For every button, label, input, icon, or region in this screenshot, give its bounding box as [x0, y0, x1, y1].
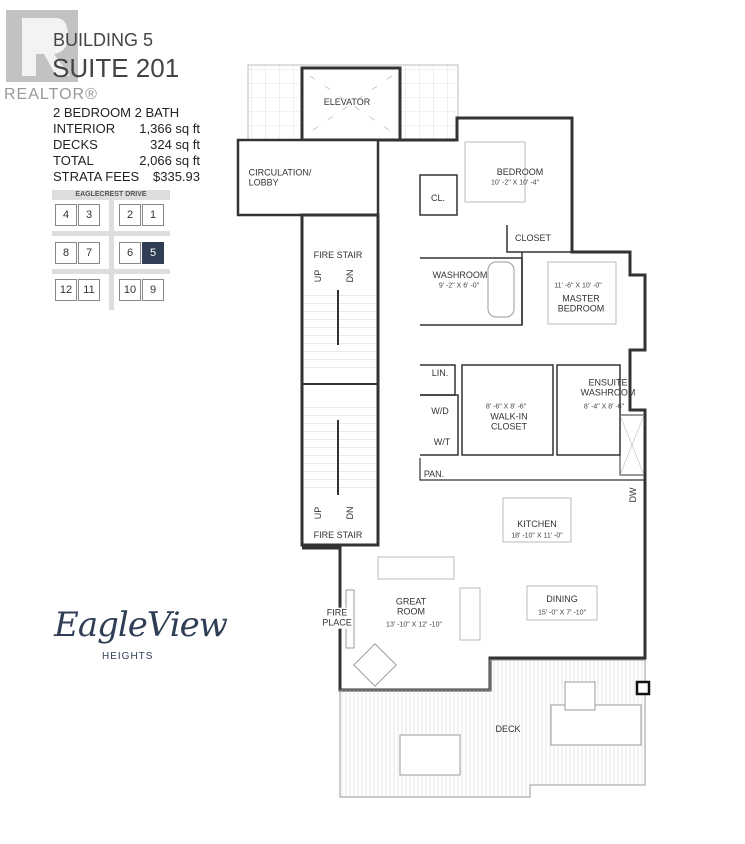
room-label-great-room: GREAT ROOM [395, 596, 427, 617]
realtor-logo-watermark [6, 10, 78, 82]
ensuite-dimensions: 8' -4" X 8' -6" [583, 403, 625, 411]
bedroom-dimensions: 10' -2" X 10' -4" [490, 179, 540, 187]
street-label: EAGLECREST DRIVE [52, 190, 170, 200]
walk-in-closet-dimensions: 8' -6" X 8' -6" [485, 403, 527, 411]
spec-value: $335.93 [153, 169, 200, 184]
room-label-walk-in-closet: WALK-IN CLOSET [490, 411, 528, 432]
building-title: BUILDING 5 [53, 30, 154, 50]
room-label-dining: DINING [546, 593, 578, 604]
spec-label: DECKS [53, 137, 98, 152]
spec-label: STRATA FEES [53, 169, 140, 184]
stair-down-label: DN [344, 269, 355, 283]
lot-8: 8 [55, 242, 77, 264]
room-label-ensuite: ENSUITE WASHROOM [580, 377, 636, 398]
kitchen-dimensions: 18' -10" X 11' -0" [511, 532, 563, 540]
room-label-master-bedroom: MASTER BEDROOM [557, 293, 605, 314]
stair-up-label: UP [312, 506, 323, 520]
lot-1: 1 [142, 204, 164, 226]
spec-label: INTERIOR [53, 121, 116, 136]
master-bedroom-dimensions: 11' -6" X 10' -0" [554, 282, 602, 290]
lot-9: 9 [142, 279, 164, 301]
room-label-elevator: ELEVATOR [323, 96, 371, 107]
lot-6: 6 [119, 242, 141, 264]
lot-11: 11 [78, 279, 100, 301]
great-room-dimensions: 13' -10" X 12' -10" [386, 621, 442, 629]
logo-subtitle: HEIGHTS [102, 651, 154, 662]
stair-up-label: UP [312, 269, 323, 283]
fireplace-label: FIRE PLACE [322, 607, 352, 629]
room-label-washroom: WASHROOM [432, 269, 488, 280]
room-label-bedroom: BEDROOM [496, 166, 544, 177]
room-label-fire-stair-bottom: FIRE STAIR [313, 529, 363, 540]
room-label-fire-stair-top: FIRE STAIR [313, 249, 363, 260]
site-map: EAGLECREST DRIVE 4 3 2 1 8 7 6 5 12 11 1… [52, 190, 170, 310]
elevator-shaft [300, 66, 402, 142]
lot-2: 2 [119, 204, 141, 226]
column-marker [635, 680, 651, 696]
dishwasher-label: DW [627, 487, 638, 503]
lot-10: 10 [119, 279, 141, 301]
water-tank-label: W/T [433, 436, 451, 447]
suite-title: SUITE 201 [52, 53, 180, 83]
stair-down-label: DN [344, 506, 355, 520]
washer-dryer-label: W/D [431, 405, 449, 416]
lot-5-selected: 5 [142, 242, 164, 264]
unit-type: 2 BEDROOM 2 BATH [53, 105, 180, 120]
realtor-watermark-text: REALTOR® [4, 86, 98, 103]
spec-label: TOTAL [53, 153, 94, 168]
room-label-kitchen: KITCHEN [517, 518, 557, 529]
lot-7: 7 [78, 242, 100, 264]
pantry-label: PAN. [423, 468, 445, 479]
room-label-lobby: CIRCULATION/ LOBBY [248, 167, 312, 188]
room-label-linen: LIN. [431, 367, 449, 378]
room-label-closet-small: CL. [430, 192, 446, 203]
room-label-deck: DECK [495, 723, 521, 734]
spec-value: 1,366 sq ft [139, 121, 200, 136]
spec-value: 324 sq ft [150, 137, 200, 152]
fire-stair-walls [300, 213, 380, 547]
lot-3: 3 [78, 204, 100, 226]
dining-dimensions: 15' -0" X 7' -10" [537, 609, 587, 617]
room-label-closet: CLOSET [514, 232, 552, 243]
spec-value: 2,066 sq ft [139, 153, 200, 168]
washroom-dimensions: 9' -2" X 6' -0" [438, 282, 480, 290]
lot-4: 4 [55, 204, 77, 226]
eagleview-logo: EagleView [54, 605, 228, 645]
lot-12: 12 [55, 279, 77, 301]
